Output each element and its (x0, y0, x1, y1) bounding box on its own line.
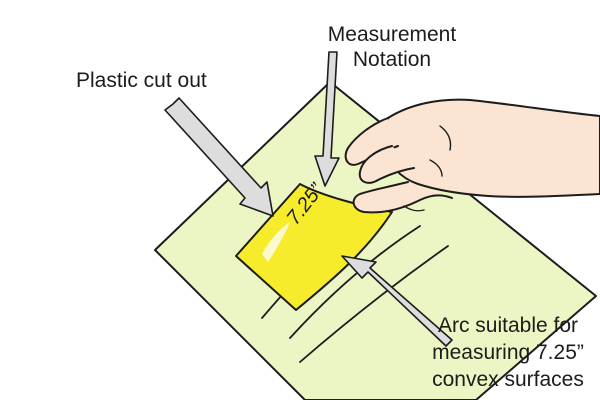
plastic-cutout-arrow (164, 97, 274, 217)
arc-description-line-1: Arc suitable for (437, 314, 579, 337)
paper-sheet (154, 81, 597, 400)
hand-details (403, 125, 452, 212)
hand (344, 98, 600, 214)
measurement-notation-line-1: Measurement (327, 23, 457, 46)
arc-arrow (341, 255, 453, 347)
measurement-notation-label: Measurement Notation (314, 22, 470, 72)
arc-description-label: Arc suitable for measuring 7.25” convex … (418, 312, 598, 393)
plastic-cut-out-label: Plastic cut out (76, 69, 207, 92)
arc-description-line-3: convex surfaces (432, 368, 584, 391)
measurement-notation-line-2: Notation (352, 48, 432, 71)
measurement-notation-arrow (314, 51, 340, 187)
arc-description-line-2: measuring 7.25” (432, 341, 584, 364)
